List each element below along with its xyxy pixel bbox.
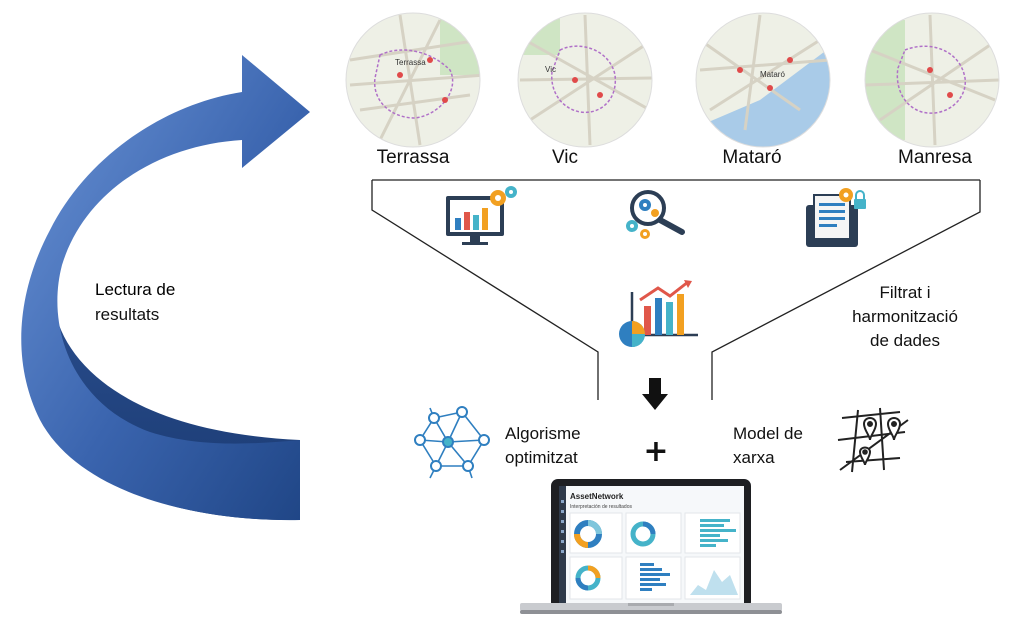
plus-symbol: + [643, 434, 668, 469]
growth-chart-pie-icon [619, 280, 698, 347]
down-arrow-icon [642, 378, 668, 410]
left-label-line2: resultats [95, 305, 159, 324]
city-map-vic [517, 12, 653, 148]
dashboard-cards [569, 512, 741, 600]
city-name-mataro: Mataró [722, 147, 781, 168]
network-graph-icon [414, 406, 490, 479]
city-map-mataro [695, 12, 831, 148]
algorithm-label-line2: optimitzat [505, 448, 578, 467]
left-label-line1: Lectura de [95, 280, 175, 299]
laptop-app-subtitle: Interpretación de resultados [570, 504, 632, 510]
map-label-mataro: Mataró [760, 70, 785, 79]
network-label-line1: Model de [733, 424, 803, 443]
city-name-manresa: Manresa [898, 147, 972, 168]
monitor-chart-gears-icon [446, 186, 517, 245]
filter-label-line3: de dades [870, 331, 940, 350]
city-name-terrassa: Terrassa [377, 147, 450, 168]
network-label-line2: xarxa [733, 448, 775, 467]
reading-results-arrow [21, 55, 310, 521]
map-label-vic: Vic [545, 65, 556, 74]
search-gears-icon [626, 190, 685, 239]
city-map-terrassa [345, 12, 481, 148]
street-map-pins-icon [837, 407, 909, 473]
map-label-terrassa: Terrassa [395, 58, 426, 67]
algorithm-label-line1: Algorisme [505, 424, 581, 443]
filter-label-line2: harmonització [852, 307, 958, 326]
filter-label-line1: Filtrat i [880, 283, 931, 302]
laptop-app-title: AssetNetwork [570, 492, 624, 501]
city-map-manresa [864, 12, 1000, 148]
document-gear-lock-icon [806, 188, 866, 247]
city-name-vic: Vic [552, 147, 578, 168]
funnel-outline [371, 179, 981, 400]
